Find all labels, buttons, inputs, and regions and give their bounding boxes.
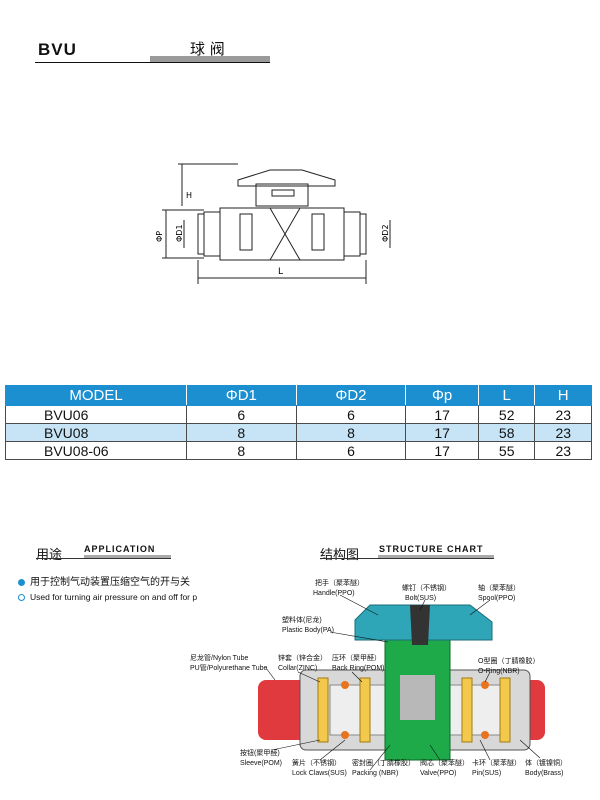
label-plastic-cn: 塑料体(尼龙) — [282, 615, 322, 624]
label-sleeve-en: Sleeve(POM) — [240, 760, 282, 767]
cell-p: 17 — [405, 405, 479, 424]
label-pin-cn: 卡环（聚苯醚） — [472, 758, 521, 767]
label-bolt-cn: 螺钉（不锈钢） — [402, 583, 451, 592]
structure-title-cn: 结构图 — [320, 548, 360, 563]
cell-p: 17 — [405, 423, 479, 442]
o-ring — [341, 731, 349, 739]
cell-d2: 6 — [295, 441, 407, 460]
label-tube-2: PU管/Polyurethane Tube — [190, 663, 268, 672]
label-bolt-en: Bolt(SUS) — [405, 595, 436, 602]
col-d1: ΦD1 — [186, 385, 297, 406]
o-ring — [341, 681, 349, 689]
cell-h: 23 — [534, 405, 592, 424]
label-sleeve-cn: 按钮(聚甲醛) — [240, 748, 280, 757]
cell-model: BVU08-06 — [5, 441, 187, 460]
cell-h: 23 — [534, 441, 592, 460]
label-claws-cn: 簧片（不锈钢） — [292, 758, 341, 767]
label-oring-cn: O型圈（丁腈橡胶） — [478, 656, 539, 665]
label-collar-cn: 锌套（锌合金） — [278, 653, 327, 662]
label-tube-1: 尼龙管/Nylon Tube — [190, 653, 248, 662]
left-collar — [317, 677, 329, 743]
valve-core — [400, 675, 435, 720]
dim-d2-label: ΦD2 — [381, 224, 390, 242]
dim-h-label: H — [186, 191, 192, 200]
page-subtitle: 球 阀 — [190, 40, 225, 58]
label-body-en: Body(Brass) — [525, 770, 564, 777]
label-packing-cn: 密封圈（丁腈橡胶） — [352, 758, 415, 767]
label-packing-en: Packing (NBR) — [352, 770, 398, 777]
cell-d1: 6 — [186, 405, 297, 424]
cell-l: 52 — [477, 405, 536, 424]
label-handle-en: Handle(PPO) — [313, 590, 355, 597]
header-divider — [35, 62, 270, 63]
bolt — [410, 605, 430, 645]
spec-table: MODEL ΦD1 ΦD2 Φp L H BVU06 6 6 17 52 23 … — [5, 385, 592, 460]
cell-l: 58 — [477, 423, 536, 442]
label-valve-cn: 阀芯（聚苯醚） — [420, 758, 469, 767]
cell-p: 17 — [405, 441, 479, 460]
application-divider — [36, 558, 171, 559]
application-text-cn: 用于控制气动装置压缩空气的开与关 — [30, 577, 190, 588]
dim-d1-label: ΦD1 — [175, 224, 184, 242]
col-model: MODEL — [5, 385, 187, 406]
label-handle-cn: 把手（聚苯醚） — [315, 578, 364, 587]
table-row: BVU08-06 8 6 17 55 23 — [5, 441, 592, 460]
application-bar — [84, 555, 171, 559]
label-pin-en: Pin(SUS) — [472, 770, 501, 777]
right-collar — [499, 677, 511, 743]
left-back-ring — [359, 677, 371, 743]
structure-bar — [378, 555, 494, 559]
application-title-cn: 用途 — [36, 548, 63, 563]
cell-model: BVU08 — [5, 423, 187, 442]
label-spool-en: Spool(PPO) — [478, 595, 515, 602]
filled-bullet-icon — [18, 578, 25, 586]
cell-l: 55 — [477, 441, 536, 460]
col-l: L — [477, 385, 536, 406]
col-h: H — [534, 385, 592, 406]
cell-d2: 8 — [295, 423, 407, 442]
label-backring-en: Back Ring(POM) — [332, 665, 385, 672]
label-claws-en: Lock Claws(SUS) — [292, 770, 347, 777]
page-title: BVU — [38, 40, 77, 59]
header-bar — [150, 56, 270, 62]
table-header-row: MODEL ΦD1 ΦD2 Φp L H — [5, 385, 592, 406]
structure-divider — [320, 558, 494, 559]
dim-p-label: ΦP — [155, 231, 164, 242]
right-back-ring — [461, 677, 473, 743]
label-oring-en: O-Ring(NBR) — [478, 668, 520, 675]
label-backring-cn: 压环（聚甲醛） — [332, 653, 381, 662]
technical-drawing: H ΦP ΦD1 ΦD2 L — [155, 163, 391, 284]
application-text-en: Used for turning air pressure on and off… — [30, 592, 198, 602]
col-p: Φp — [405, 385, 479, 406]
application-title-en: APPLICATION — [84, 544, 156, 554]
table-row: BVU08 8 8 17 58 23 — [5, 423, 592, 442]
hollow-bullet-icon — [18, 594, 25, 602]
label-collar-en: Collar(ZINC) — [278, 665, 317, 672]
cell-h: 23 — [534, 423, 592, 442]
col-d2: ΦD2 — [295, 385, 407, 406]
structure-chart: 把手（聚苯醚） Handle(PPO) 螺钉（不锈钢） Bolt(SUS) 轴（… — [190, 578, 567, 777]
o-ring — [481, 681, 489, 689]
structure-title-en: STRUCTURE CHART — [379, 544, 484, 554]
label-valve-en: Valve(PPO) — [420, 770, 456, 777]
o-ring — [481, 731, 489, 739]
application-item: 用于控制气动装置压缩空气的开与关 — [18, 573, 190, 588]
application-item: Used for turning air pressure on and off… — [18, 592, 197, 602]
table-row: BVU06 6 6 17 52 23 — [5, 405, 592, 424]
cell-model: BVU06 — [5, 405, 187, 424]
cell-d1: 8 — [186, 423, 297, 442]
label-spool-cn: 轴（聚苯醚） — [478, 583, 520, 592]
dim-l-label: L — [278, 267, 283, 277]
label-body-cn: 体（镀镍铜） — [525, 758, 567, 767]
cell-d1: 8 — [186, 441, 297, 460]
cell-d2: 6 — [295, 405, 407, 424]
label-plastic-en: Plastic Body(PA) — [282, 627, 334, 634]
